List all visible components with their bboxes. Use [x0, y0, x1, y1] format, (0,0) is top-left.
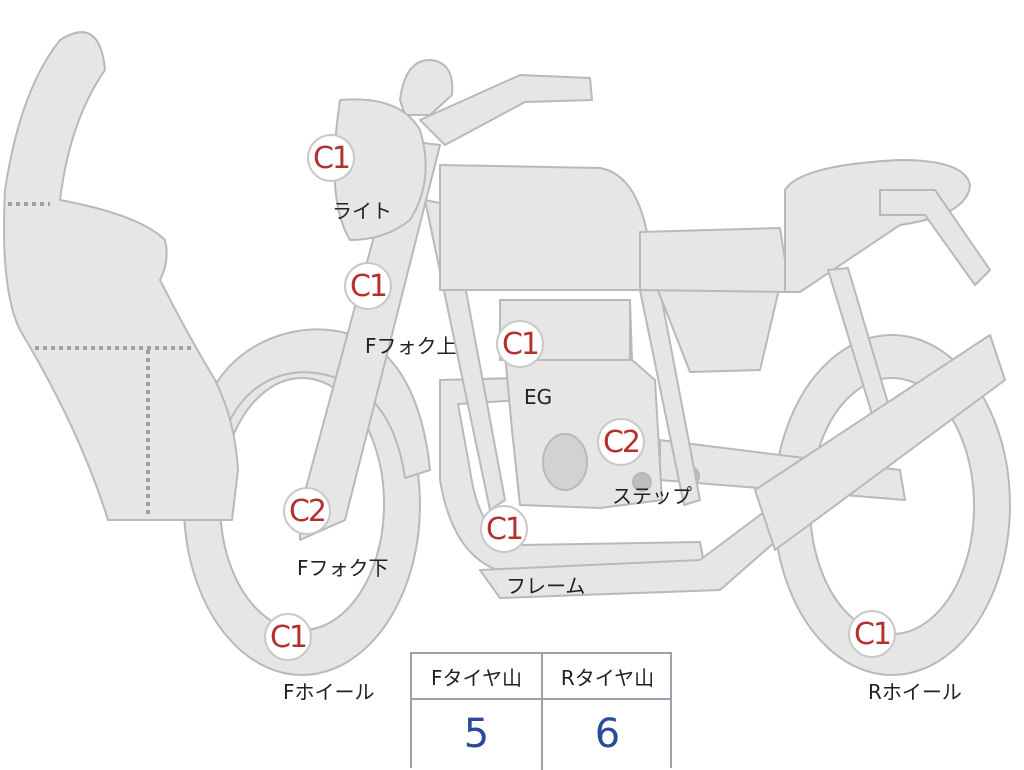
- grade-marker-rear-wheel: C1: [848, 610, 896, 658]
- label-engine: EG: [524, 385, 553, 409]
- label-light: ライト: [332, 199, 392, 223]
- handlebar: [419, 74, 593, 146]
- table-divider: [541, 654, 543, 770]
- grade-marker-engine: C1: [496, 320, 544, 368]
- label-step: ステップ: [612, 484, 692, 508]
- grade-marker-step: C2: [597, 418, 645, 466]
- grade-marker-frame: C1: [480, 505, 528, 553]
- headlight: [333, 98, 427, 241]
- front-tire-value: 5: [463, 711, 490, 757]
- front-cowl: [3, 31, 239, 521]
- label-front-wheel: Fホイール: [283, 680, 375, 704]
- grade-marker-front-wheel: C1: [264, 613, 312, 661]
- label-fork-lower: Fフォク下: [297, 556, 389, 580]
- front-fork: [299, 139, 441, 541]
- grade-marker-light: C1: [307, 134, 355, 182]
- label-frame: フレーム: [506, 574, 586, 598]
- rear-shock: [754, 334, 1006, 551]
- rear-tire-header: Rタイヤ山: [543, 654, 672, 700]
- fuel-tank: [439, 164, 656, 291]
- grade-marker-fork-lower: C2: [283, 487, 331, 535]
- front-tire-header: Fタイヤ山: [412, 654, 541, 700]
- mirror: [399, 59, 454, 116]
- tire-tread-table: Fタイヤ山 Rタイヤ山 5 6: [410, 652, 672, 770]
- engine-cover: [542, 433, 588, 491]
- rear-tire-value: 6: [594, 711, 621, 757]
- footpeg-front: [632, 472, 652, 492]
- grade-marker-fork-upper: C1: [344, 262, 392, 310]
- label-rear-wheel: Rホイール: [868, 680, 962, 704]
- grab-bar: [879, 189, 991, 286]
- seat: [639, 227, 791, 293]
- label-fork-upper: Fフォク上: [365, 334, 457, 358]
